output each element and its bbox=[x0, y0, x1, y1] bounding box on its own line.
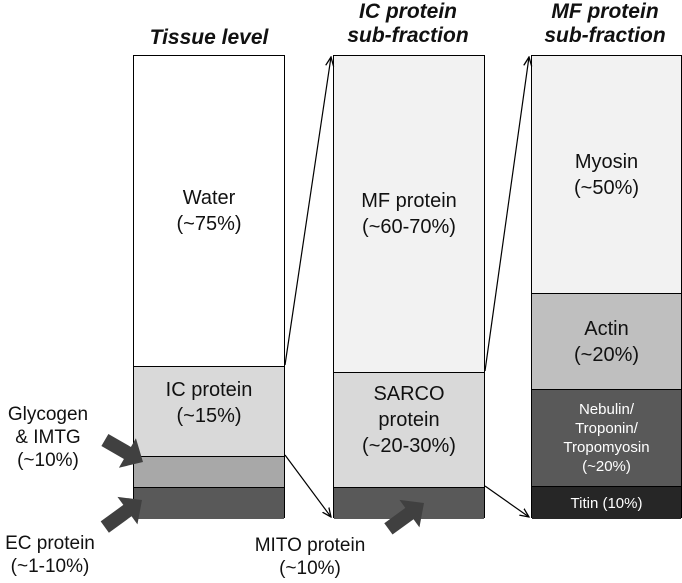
tissue-level-column: Water (~75%) IC protein (~15%) bbox=[133, 55, 285, 519]
title-ic-protein-subfraction: IC protein sub-fraction bbox=[347, 0, 469, 47]
nebulin-segment: Nebulin/ Troponin/ Tropomyosin (~20%) bbox=[532, 389, 681, 486]
actin-segment: Actin (~20%) bbox=[532, 293, 681, 389]
actin-label: Actin (~20%) bbox=[573, 317, 640, 366]
myosin-label: Myosin (~50%) bbox=[573, 150, 640, 199]
title-tissue-level: Tissue level bbox=[149, 26, 269, 49]
sarco-protein-label: SARCO protein (~20-30%) bbox=[362, 383, 456, 457]
ic-protein-label: IC protein (~15%) bbox=[165, 379, 253, 427]
ec-protein-side-label: EC protein (~1-10%) bbox=[5, 533, 95, 577]
mf-protein-label: MF protein (~60-70%) bbox=[361, 190, 457, 238]
glycogen-imtg-segment bbox=[134, 456, 284, 487]
arrow-glycogen-icon bbox=[101, 433, 143, 468]
water-segment: Water (~75%) bbox=[134, 56, 284, 366]
arrow-mito-protein-icon bbox=[384, 499, 424, 535]
mf-protein-column: Myosin (~50%) Actin (~20%) Nebulin/ Trop… bbox=[531, 55, 682, 519]
connector-mf-bottom bbox=[484, 485, 529, 517]
glycogen-imtg-label: Glycogen & IMTG (~10%) bbox=[7, 404, 89, 471]
titin-segment: Titin (10%) bbox=[532, 486, 681, 519]
ic-protein-column: MF protein (~60-70%) SARCO protein (~20-… bbox=[333, 55, 485, 519]
ec-protein-segment bbox=[134, 487, 284, 519]
connector-ic-top bbox=[284, 57, 331, 366]
title-mf-protein-subfraction: MF protein sub-fraction bbox=[544, 0, 666, 47]
connector-ic-bottom bbox=[284, 454, 331, 517]
water-label: Water (~75%) bbox=[176, 187, 242, 235]
ic-protein-segment: IC protein (~15%) bbox=[134, 366, 284, 456]
mito-protein-side-label: MITO protein (~10%) bbox=[254, 535, 366, 579]
arrow-ec-protein-icon bbox=[100, 496, 142, 533]
nebulin-label: Nebulin/ Troponin/ Tropomyosin (~20%) bbox=[563, 401, 650, 475]
titin-label: Titin (10%) bbox=[570, 494, 643, 512]
mf-protein-segment: MF protein (~60-70%) bbox=[334, 56, 484, 372]
sarco-protein-segment: SARCO protein (~20-30%) bbox=[334, 372, 484, 487]
myosin-segment: Myosin (~50%) bbox=[532, 56, 681, 293]
connector-mf-top bbox=[484, 57, 529, 372]
